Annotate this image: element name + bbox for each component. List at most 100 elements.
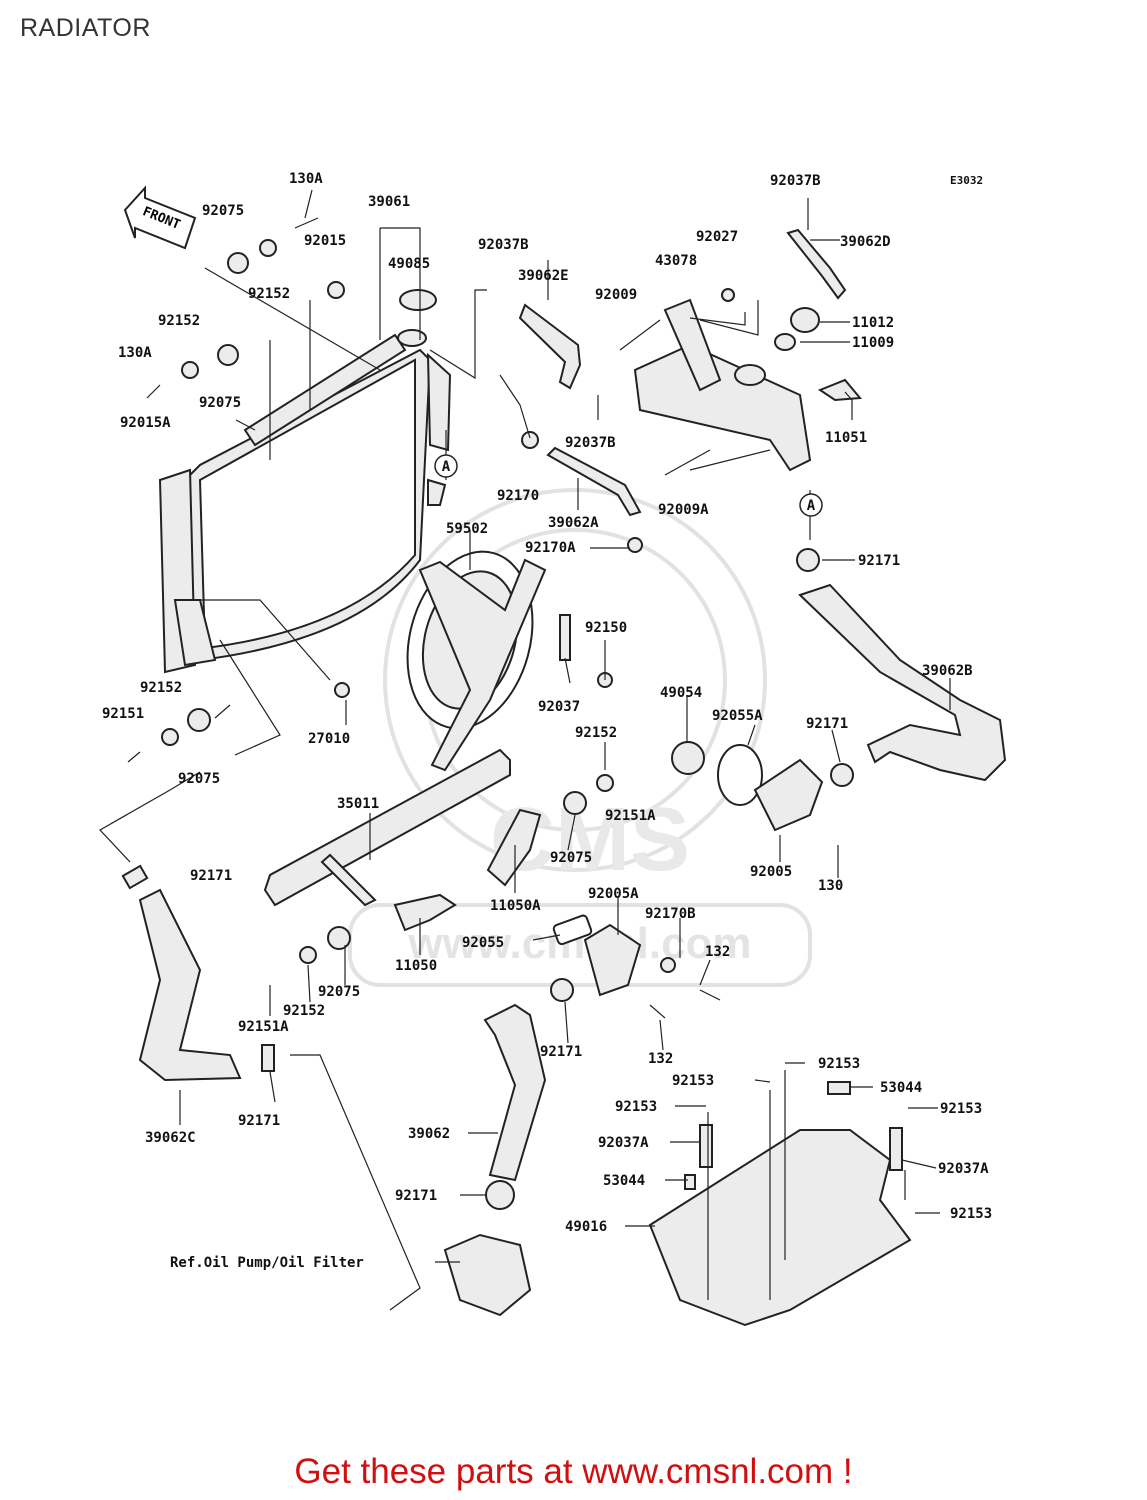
hose-39062C bbox=[138, 888, 242, 1082]
stay-35011-arm bbox=[320, 853, 377, 907]
stay-35011 bbox=[263, 748, 511, 907]
callout: 92075 bbox=[550, 850, 592, 866]
bracket-11050 bbox=[393, 893, 457, 932]
callout: 92075 bbox=[202, 203, 244, 219]
callout: 92015A bbox=[120, 415, 171, 431]
radiator-core bbox=[158, 333, 452, 674]
callout: 92171 bbox=[858, 553, 900, 569]
callout: 27010 bbox=[308, 731, 350, 747]
callout: 132 bbox=[705, 944, 730, 960]
page-title: RADIATOR bbox=[20, 14, 151, 42]
callout: 92015 bbox=[304, 233, 346, 249]
callout: 92037B bbox=[770, 173, 821, 189]
front-arrow-icon: FRONT bbox=[123, 185, 197, 250]
diagram-code: E3032 bbox=[950, 174, 983, 187]
housing-92005A bbox=[583, 923, 642, 997]
callout: 39062B bbox=[922, 663, 973, 679]
reservoir-tank bbox=[633, 298, 812, 472]
callout: 92153 bbox=[950, 1206, 992, 1222]
marker-a-label: A bbox=[807, 498, 816, 514]
callout: 39062A bbox=[548, 515, 599, 531]
callout: 43078 bbox=[655, 253, 697, 269]
callout: 92152 bbox=[248, 286, 290, 302]
callout: 92037 bbox=[538, 699, 580, 715]
callout: 130A bbox=[118, 345, 152, 361]
callout: 92151 bbox=[102, 706, 144, 722]
oring-92055A bbox=[717, 744, 763, 806]
callout: 92075 bbox=[199, 395, 241, 411]
circle-marker-a-2: A bbox=[799, 493, 823, 517]
fan-59502 bbox=[406, 550, 547, 772]
small-fasteners bbox=[121, 217, 903, 1210]
callout: 39062D bbox=[840, 234, 891, 250]
thermostat-49054 bbox=[671, 741, 705, 775]
hose-39062D bbox=[786, 228, 847, 300]
ref-note: Ref.Oil Pump/Oil Filter bbox=[170, 1255, 364, 1271]
callout: 11050 bbox=[395, 958, 437, 974]
callout: 35011 bbox=[337, 796, 379, 812]
radiator-cap bbox=[399, 289, 437, 311]
callout: 92151A bbox=[605, 808, 656, 824]
undercover-49016 bbox=[648, 1129, 912, 1327]
hose-39062 bbox=[483, 1003, 547, 1182]
bracket-11051 bbox=[817, 378, 863, 402]
callout: 92055A bbox=[712, 708, 763, 724]
callout: 11012 bbox=[852, 315, 894, 331]
callout: 92027 bbox=[696, 229, 738, 245]
part-callouts: E3032 130A 39061 92075 92015 49085 92152… bbox=[102, 171, 992, 1271]
callout: 53044 bbox=[880, 1080, 922, 1096]
callout: 92170B bbox=[645, 906, 696, 922]
callout: 92037A bbox=[938, 1161, 989, 1177]
callout: 39062 bbox=[408, 1126, 450, 1142]
callout: 53044 bbox=[603, 1173, 645, 1189]
callout: 92152 bbox=[158, 313, 200, 329]
callout: 92171 bbox=[540, 1044, 582, 1060]
callout: 11009 bbox=[852, 335, 894, 351]
callout: 92151A bbox=[238, 1019, 289, 1035]
circle-marker-a-1: A bbox=[434, 454, 458, 478]
exploded-parts-diagram: www.cmsnl.com CMS FRONT bbox=[99, 171, 1007, 1327]
callout: 92153 bbox=[672, 1073, 714, 1089]
callout: 92170 bbox=[497, 488, 539, 504]
callout: 132 bbox=[648, 1051, 673, 1067]
housing-92005 bbox=[753, 758, 824, 832]
callout: 92152 bbox=[283, 1003, 325, 1019]
footer-promo-text: Get these parts at www.cmsnl.com ! bbox=[294, 1452, 853, 1491]
seal-11009 bbox=[774, 333, 796, 351]
bracket-11050A bbox=[486, 808, 542, 887]
callout: 92150 bbox=[585, 620, 627, 636]
callout: 92171 bbox=[190, 868, 232, 884]
callout: 59502 bbox=[446, 521, 488, 537]
hose-39062A bbox=[546, 446, 642, 517]
callout: 39061 bbox=[368, 194, 410, 210]
callout: 92171 bbox=[238, 1113, 280, 1129]
callout: 92171 bbox=[395, 1188, 437, 1204]
callout: 39062E bbox=[518, 268, 569, 284]
filler-neck bbox=[397, 329, 427, 347]
callout: 11050A bbox=[490, 898, 541, 914]
callout: 92152 bbox=[575, 725, 617, 741]
callout: 130A bbox=[289, 171, 323, 187]
hose-39062E bbox=[518, 303, 582, 390]
callout: 92055 bbox=[462, 935, 504, 951]
callout: 92005A bbox=[588, 886, 639, 902]
callout: 39062C bbox=[145, 1130, 196, 1146]
callout: 49085 bbox=[388, 256, 430, 272]
leader-lines bbox=[99, 189, 951, 1311]
watermark: www.cmsnl.com CMS bbox=[348, 488, 812, 987]
callout: 11051 bbox=[825, 430, 867, 446]
callout: 92037B bbox=[478, 237, 529, 253]
marker-a-label: A bbox=[442, 459, 451, 475]
callout: 92009 bbox=[595, 287, 637, 303]
callout: 92171 bbox=[806, 716, 848, 732]
callout: 92037B bbox=[565, 435, 616, 451]
callout: 92005 bbox=[750, 864, 792, 880]
callout: 92009A bbox=[658, 502, 709, 518]
callout: 92037A bbox=[598, 1135, 649, 1151]
callout: 49054 bbox=[660, 685, 702, 701]
callout: 92153 bbox=[818, 1056, 860, 1072]
water-pump bbox=[443, 1233, 532, 1317]
callout: 92075 bbox=[318, 984, 360, 1000]
cap-11012 bbox=[790, 307, 820, 333]
callout: 130 bbox=[818, 878, 843, 894]
